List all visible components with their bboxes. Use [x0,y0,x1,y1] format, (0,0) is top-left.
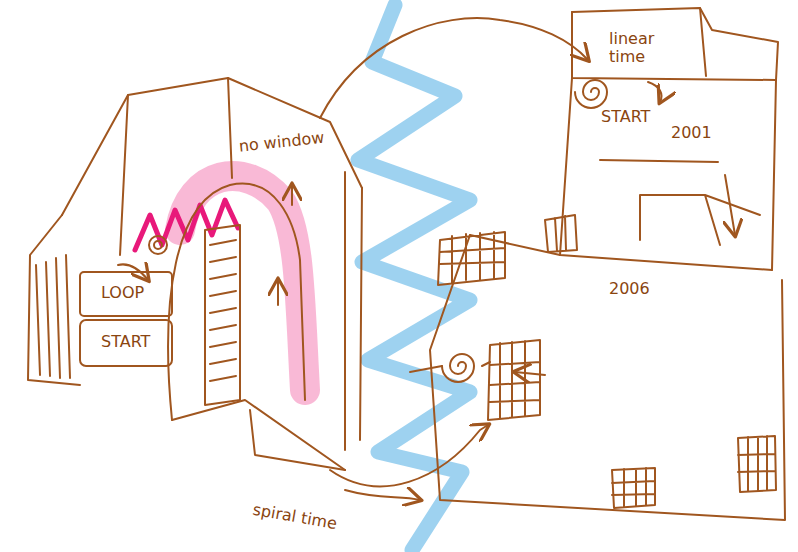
sketch-note: no window [235,128,328,156]
sketch-note: 2006 [606,280,653,298]
sketch-note: 2001 [668,124,715,142]
sketch-note: START [98,333,153,351]
sketch-note: linear time [606,30,674,67]
sketch-note: START [598,108,653,126]
sketch-note: spiral time [248,500,341,534]
sketch-note: LOOP [98,284,147,302]
